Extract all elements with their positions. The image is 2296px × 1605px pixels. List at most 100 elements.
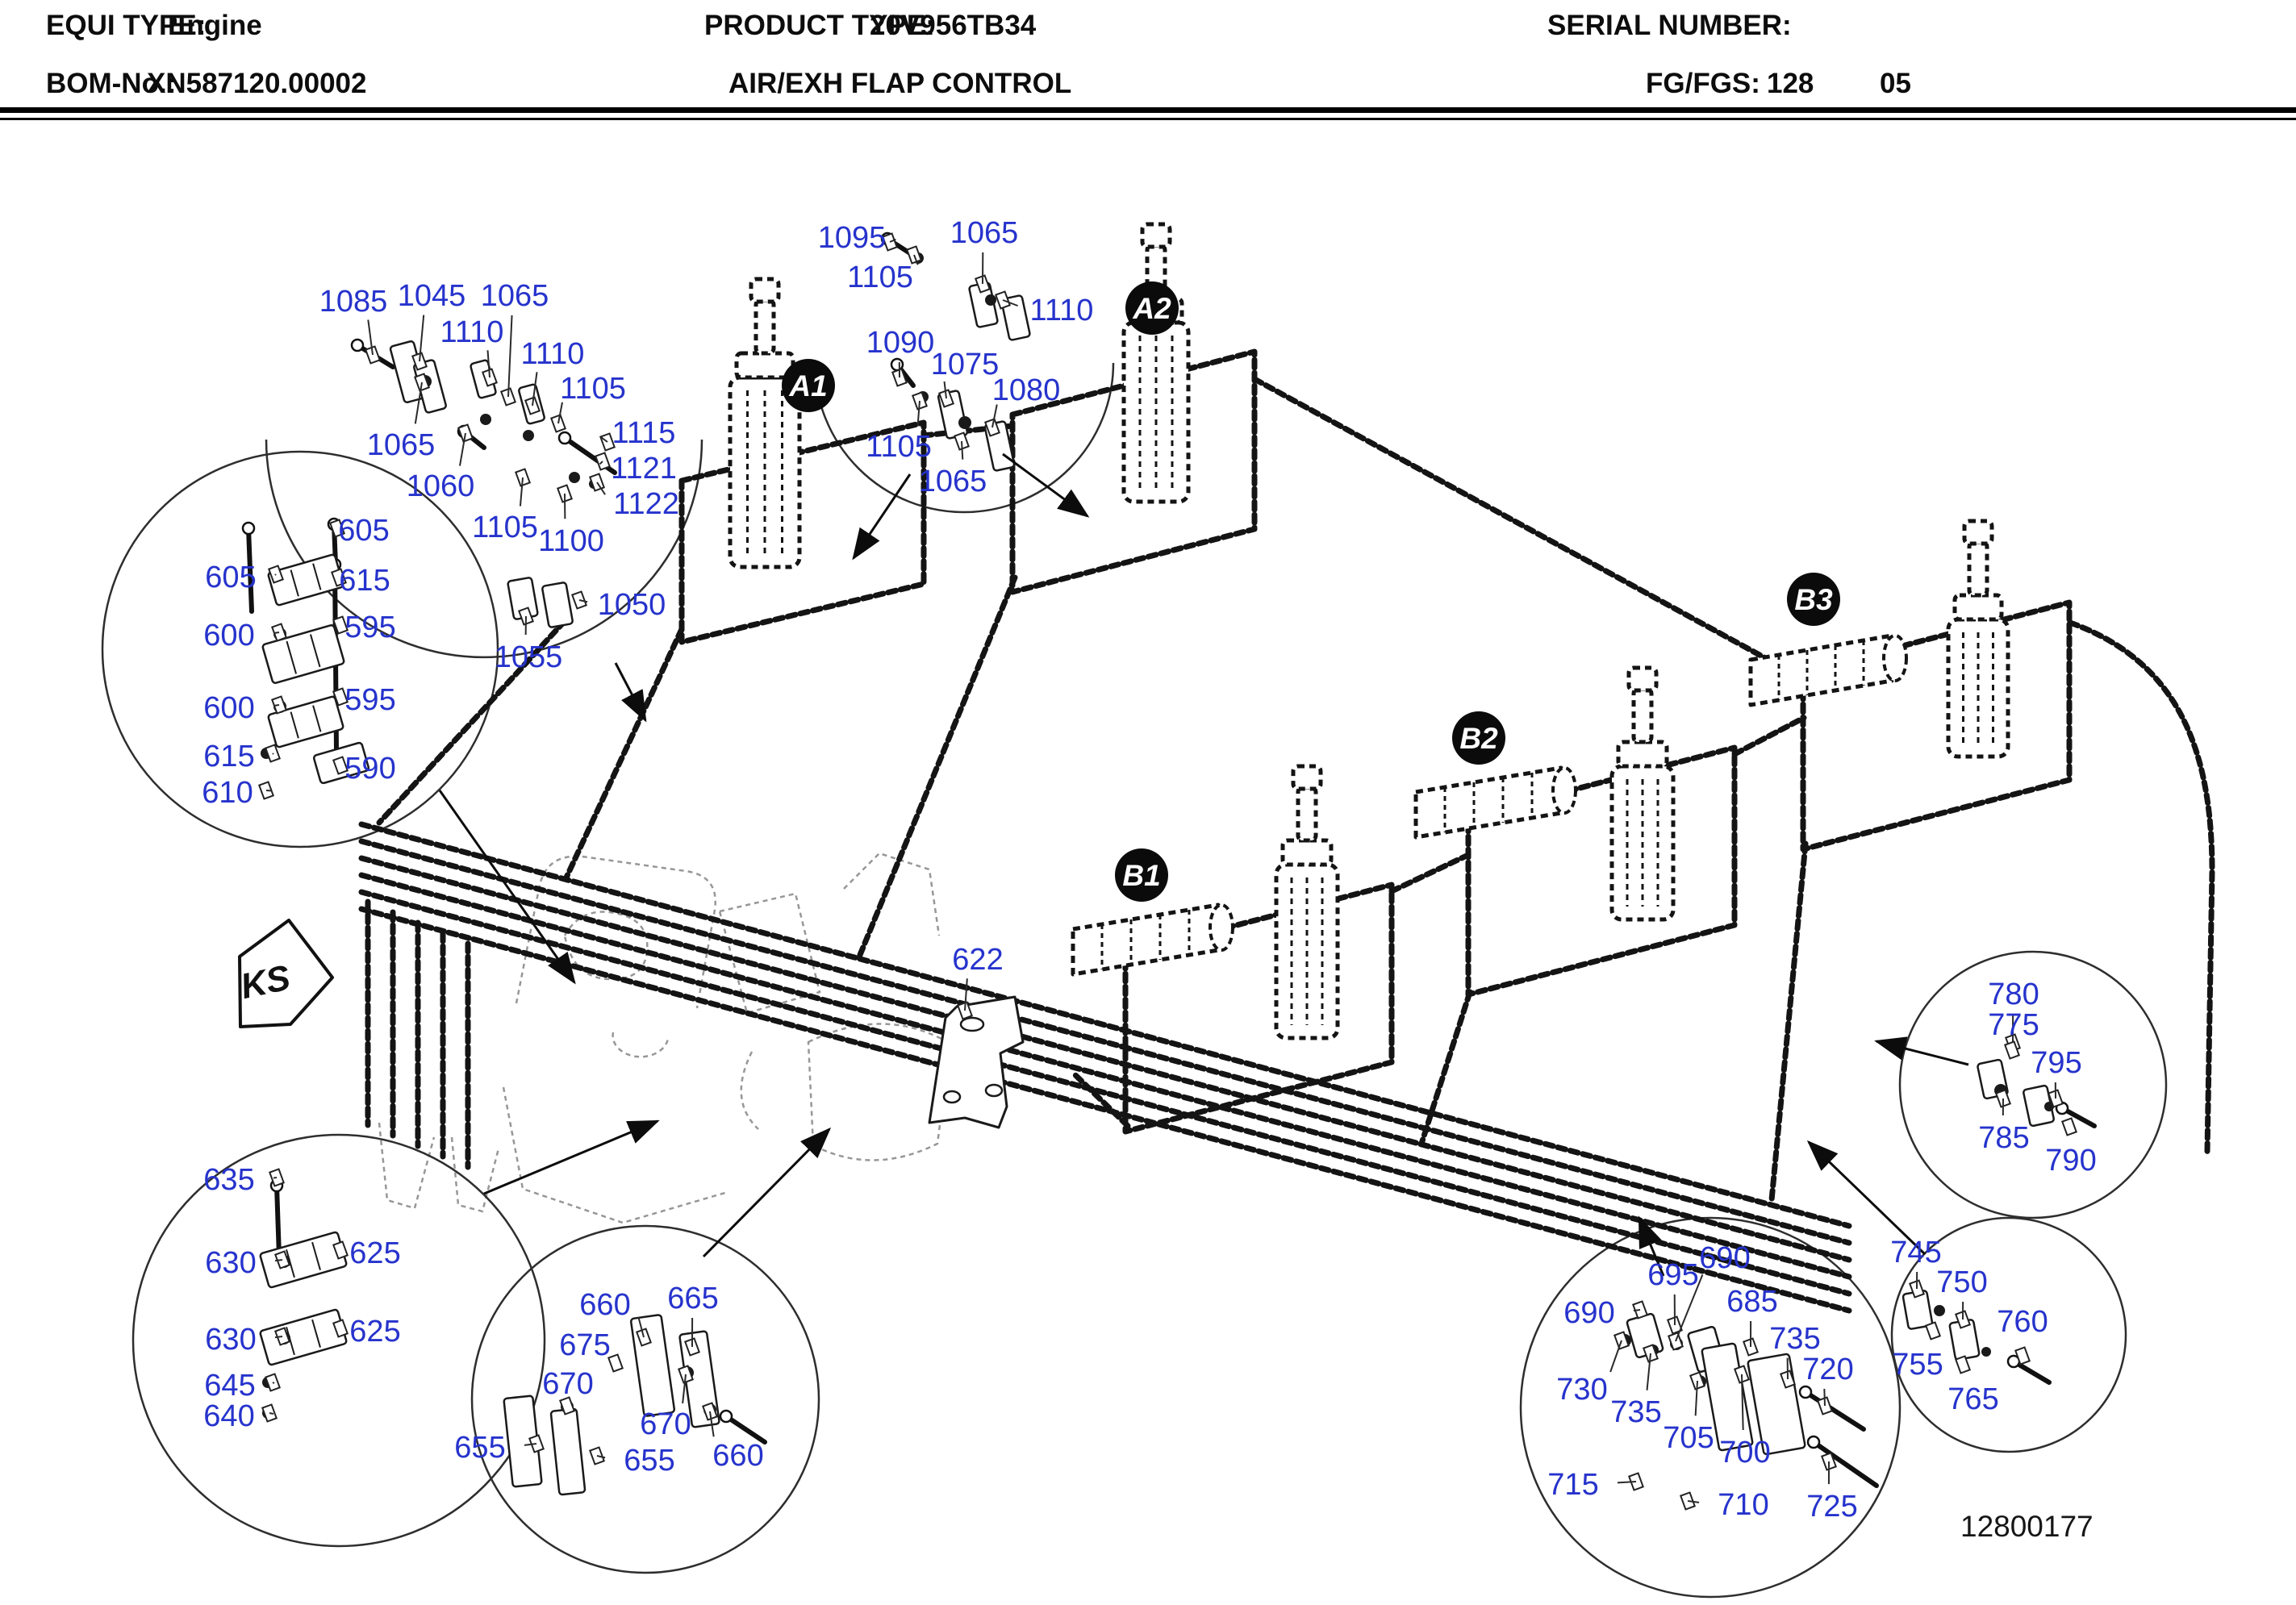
control-air-pipe <box>678 419 927 645</box>
clamp-piece <box>549 1407 587 1496</box>
part-callout-615: 615 <box>203 740 254 773</box>
detail-pointer-arrow <box>852 473 912 561</box>
nut <box>985 294 996 306</box>
fg-fgs-label: FG/FGS: <box>1646 68 1760 99</box>
part-callout-622: 622 <box>952 943 1003 977</box>
control-air-pipe <box>1388 852 1472 894</box>
engine-block-outline <box>740 1051 759 1130</box>
callout-leader-line <box>1687 1500 1700 1503</box>
part-callout-695: 695 <box>1647 1258 1698 1292</box>
part-callout-690: 690 <box>1563 1296 1614 1330</box>
page-title: AIR/EXH FLAP CONTROL <box>728 68 1072 99</box>
part-callout-630: 630 <box>205 1246 256 1280</box>
part-callout-665: 665 <box>667 1282 718 1315</box>
clamp-piece <box>1701 1342 1754 1452</box>
detail-pointer-arrow <box>614 662 647 723</box>
part-callout-655: 655 <box>454 1431 505 1465</box>
engine-block-outline <box>378 1122 436 1210</box>
part-callout-765: 765 <box>1947 1382 1998 1416</box>
part-callout-605: 605 <box>338 514 389 548</box>
part-callout-1075: 1075 <box>931 348 1000 381</box>
callout-leader-line <box>272 1382 275 1384</box>
part-callout-600: 600 <box>203 691 254 725</box>
control-air-pipe <box>358 906 1852 1314</box>
control-air-pipe <box>1071 1071 1131 1129</box>
callout-leader-line <box>519 477 524 507</box>
flap-actuator-cylinder <box>728 277 802 569</box>
part-target-glyph <box>607 1353 624 1373</box>
section-balloon-A2: A2 <box>1125 281 1179 335</box>
part-target-glyph <box>329 519 345 538</box>
part-callout-1065: 1065 <box>919 465 987 498</box>
detail-pointer-arrow <box>1874 1036 1969 1066</box>
nut <box>958 416 971 429</box>
flap-clamp-bar <box>1071 903 1234 977</box>
part-callout-1085: 1085 <box>319 285 388 319</box>
callout-leader-line <box>458 432 466 466</box>
callout-leader-line <box>709 1411 715 1437</box>
part-callout-750: 750 <box>1936 1265 1987 1299</box>
flap-actuator-cylinder <box>1274 764 1340 1040</box>
engine-block-outline <box>843 852 941 936</box>
flap-actuator-cylinder <box>1609 665 1676 922</box>
part-callout-590: 590 <box>344 752 395 786</box>
nut <box>1934 1305 1945 1316</box>
callout-leader-line <box>916 400 920 427</box>
svg-text:B3: B3 <box>1794 583 1833 616</box>
detail-circle <box>1898 950 2168 1219</box>
part-target-glyph <box>332 1240 349 1260</box>
part-callout-1065: 1065 <box>481 279 549 313</box>
callout-leader-line <box>274 1259 283 1262</box>
part-callout-1080: 1080 <box>992 373 1061 407</box>
part-callout-610: 610 <box>202 776 253 810</box>
part-callout-1105: 1105 <box>560 372 626 406</box>
part-target-glyph <box>559 1396 575 1415</box>
callout-leader-line <box>599 461 603 465</box>
detail-arc <box>813 362 1115 514</box>
engine-block-outline <box>612 1032 670 1058</box>
part-callout-1105: 1105 <box>866 430 932 464</box>
control-air-pipe <box>2067 619 2215 1155</box>
detail-circle <box>101 450 499 848</box>
engine-block-outline <box>502 1086 728 1224</box>
serial-number-label: SERIAL NUMBER: <box>1547 10 1792 41</box>
callout-leader-line <box>578 599 588 603</box>
bolt-head <box>241 521 256 536</box>
callout-leader-line <box>1633 1309 1641 1312</box>
control-air-pipe <box>857 574 1018 958</box>
bolt-head <box>557 431 572 445</box>
callout-leader-line <box>273 632 280 635</box>
nut <box>2044 1102 2054 1111</box>
flap-clamp-bar <box>1748 633 1908 707</box>
callout-leader-line <box>682 1374 687 1404</box>
clamp-piece <box>261 623 345 685</box>
callout-leader-line <box>524 1443 537 1446</box>
callout-leader-line <box>913 254 919 265</box>
control-air-pipe <box>358 838 1852 1246</box>
svg-text:A2: A2 <box>1132 292 1171 325</box>
clamp-piece <box>259 1308 348 1366</box>
bolt-head <box>1806 1435 1821 1449</box>
part-callout-1095: 1095 <box>818 221 887 255</box>
callout-leader-line <box>637 1316 645 1338</box>
bolt <box>246 526 254 614</box>
part-callout-1110: 1110 <box>440 315 504 349</box>
part-callout-755: 755 <box>1892 1348 1943 1382</box>
svg-text:B1: B1 <box>1122 859 1160 892</box>
part-callout-745: 745 <box>1890 1236 1941 1269</box>
control-air-pipe <box>358 855 1852 1263</box>
callout-leader-line <box>367 319 374 356</box>
part-target-glyph <box>332 756 349 775</box>
part-callout-1110: 1110 <box>521 337 585 371</box>
product-type-value: 20V956TB34 <box>870 10 1037 41</box>
svg-text:B2: B2 <box>1459 722 1498 755</box>
clamp-piece <box>267 695 344 748</box>
part-callout-760: 760 <box>1997 1305 2048 1339</box>
part-target-glyph <box>332 1319 349 1338</box>
callout-leader-line <box>1694 1380 1698 1416</box>
callout-leader-line <box>269 1412 274 1415</box>
detail-pointer-arrow <box>438 790 576 985</box>
part-callout-1122: 1122 <box>613 487 679 521</box>
section-balloon-A1: A1 <box>782 359 835 412</box>
part-callout-605: 605 <box>205 561 256 594</box>
